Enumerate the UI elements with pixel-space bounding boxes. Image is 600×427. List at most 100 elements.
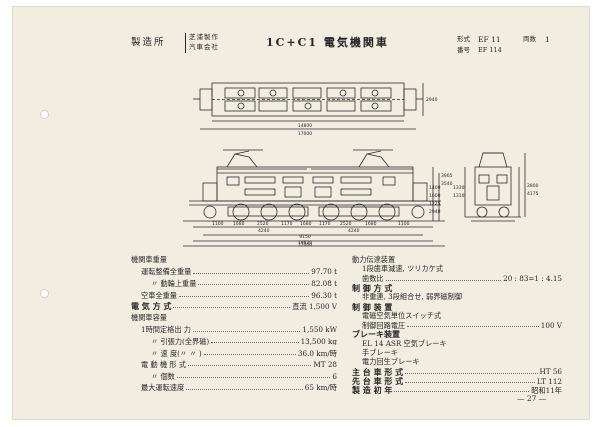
side-dim: 1225	[429, 201, 441, 207]
spec-label: 歯数比	[362, 274, 384, 283]
end-dim: 1310	[453, 193, 465, 199]
spec-label: 〃 速 度(〃 〃 )	[151, 348, 202, 357]
side-dim: 17000	[298, 242, 312, 247]
catalog-page: 製造所 芝浦製作 汽車会社 1C+C1 電気機関車 形式 EF 11 両数 1 …	[12, 6, 590, 420]
spec-label: 〃 引張力(全界磁)	[151, 336, 210, 346]
spec-heading: ブレーキ装置	[352, 329, 400, 340]
leader-dots	[394, 391, 530, 393]
spec-row: 運転整備全重量 97.70 t	[141, 266, 337, 276]
side-dim: 1100	[212, 221, 224, 227]
spec-value: 20 : 83=1 : 4.15	[503, 274, 562, 283]
leader-dots	[198, 284, 310, 286]
count-label: 両数	[523, 35, 536, 43]
spec-value: 96.30 t	[311, 290, 337, 299]
end-view	[464, 152, 526, 222]
spec-value: MT 28	[313, 360, 337, 369]
end-dim: 4175	[527, 191, 539, 197]
spec-heading: 機関車重量	[131, 255, 167, 264]
spec-label: 先 台 車 形 式	[352, 375, 404, 385]
model-value: EF 11	[478, 35, 501, 44]
spec-heading: 動力伝達装置	[352, 255, 396, 264]
maker-line1: 芝浦製作	[189, 33, 219, 41]
plan-dim: 2940	[426, 97, 438, 103]
leader-dots	[188, 365, 312, 367]
spec-label: 空車全重量	[141, 290, 177, 299]
leader-dots	[407, 326, 539, 328]
spec-heading: 1段歯車減速, ツリカケ式	[362, 264, 444, 274]
plan-view	[193, 82, 424, 130]
spec-heading: EL 14 ASR 空気ブレーキ	[362, 338, 447, 348]
model-label: 形式	[457, 35, 470, 43]
spec-row: 電 気 方 式直流 1,500 V	[131, 300, 337, 310]
spec-label: 運転整備全重量	[141, 267, 192, 276]
leader-dots	[176, 377, 331, 378]
side-dim: 2520	[340, 221, 352, 227]
spec-value: 直流 1,500 V	[292, 302, 337, 311]
spec-label: 最大運転速度	[141, 383, 185, 392]
side-dim: 4240	[348, 228, 360, 234]
spec-row: 先 台 車 形 式 LT 112	[352, 375, 562, 385]
spec-label: 〃 動輪上重量	[151, 278, 197, 288]
side-dim: 1170	[319, 221, 331, 227]
spec-label: 制御回路電圧	[362, 320, 406, 330]
end-dim: 2800	[527, 183, 539, 189]
spec-heading: 非重連, 3段組合せ, 弱界磁制御	[362, 292, 462, 302]
number-value: EF 114	[478, 46, 502, 54]
spec-row: 〃 動輪上重量 82.08 t	[151, 277, 337, 287]
spec-row: 空車全重量 96.30 t	[141, 289, 337, 299]
spec-label: 主 台 車 形 式	[352, 366, 404, 376]
spec-row: 最大運転速度 65 km/時	[141, 382, 337, 392]
side-dim: 2520	[257, 221, 269, 227]
spec-value: HT 56	[539, 367, 563, 376]
count-value: 1	[545, 35, 550, 44]
side-dim: 1680	[233, 221, 245, 227]
spec-heading: 制 御 方 式	[352, 282, 393, 293]
side-dim: 1400	[429, 185, 441, 191]
spec-value: 82.08 t	[311, 278, 337, 288]
spec-row: 電 動 機 形 式 MT 28	[141, 358, 337, 368]
side-dim: 1100	[398, 221, 410, 227]
side-dim: 1170	[281, 221, 293, 227]
spec-value: 36.0 km/時	[297, 348, 337, 357]
spec-row: 歯数比 20 : 83=1 : 4.15	[362, 273, 562, 283]
spec-value: 6	[332, 371, 337, 380]
spec-value: 1,550 kW	[302, 325, 337, 334]
page-title: 1C+C1 電気機関車	[266, 36, 389, 49]
leader-dots	[192, 330, 301, 332]
leader-dots	[186, 388, 303, 390]
leader-dots	[211, 342, 299, 344]
spec-row: 主 台 車 形 式 HT 56	[352, 366, 562, 376]
spec-value: 13,500 kg	[300, 336, 337, 346]
spec-label: 電 動 機 形 式	[141, 360, 187, 369]
leader-dots	[405, 381, 536, 383]
locomotive-drawing: 14800 17000 2940 1100 1680 2520 1170 168…	[183, 82, 539, 247]
spec-row: 〃 引張力(全界磁) 13,500 kg	[151, 335, 337, 345]
side-dim: 4240	[258, 228, 270, 234]
page-number: — 27 —	[517, 394, 547, 403]
maker-line2: 汽車会社	[189, 43, 219, 51]
spec-label: 製 造 初 年	[352, 385, 393, 395]
spec-value: 昭和11年	[531, 385, 562, 395]
side-view	[183, 149, 445, 247]
spec-value: LT 112	[537, 376, 562, 385]
side-dim: 1680	[300, 221, 312, 227]
leader-dots	[405, 372, 538, 374]
leader-dots	[173, 307, 291, 309]
maker-label: 製造所	[131, 37, 166, 48]
plan-dim: 17000	[298, 131, 312, 137]
side-dim: 1600	[429, 193, 441, 199]
leader-dots	[193, 272, 310, 274]
spec-row: 製 造 初 年 昭和11年	[352, 384, 562, 394]
spec-row: 〃 速 度(〃 〃 ) 36.0 km/時	[151, 347, 337, 357]
side-dim: 3905	[441, 173, 453, 179]
spec-value: 97.70 t	[311, 267, 337, 276]
spec-heading: 制 御 装 置	[352, 301, 393, 312]
side-dim: 9150	[299, 234, 311, 240]
leader-dots	[385, 279, 502, 281]
binder-hole	[40, 110, 49, 119]
spec-value: 65 km/時	[304, 383, 337, 392]
spec-heading: 電力回生ブレーキ	[362, 357, 420, 367]
